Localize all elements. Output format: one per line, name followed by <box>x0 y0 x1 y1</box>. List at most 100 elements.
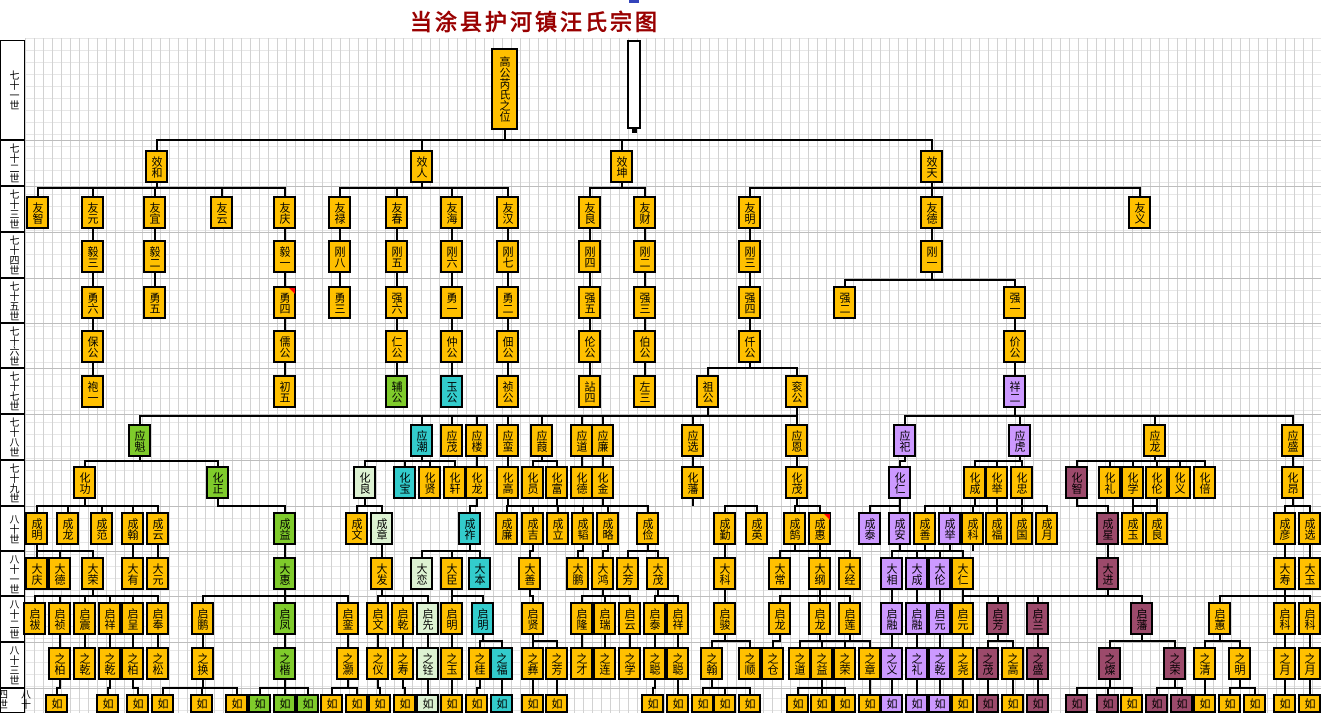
person-box[interactable]: 启莲 <box>838 602 861 635</box>
person-box[interactable]: 伦公 <box>578 330 601 363</box>
person-box[interactable]: 之柏 <box>121 647 144 680</box>
person-box[interactable]: 化智 <box>1065 466 1088 499</box>
person-box[interactable]: 友财 <box>633 196 656 229</box>
person-box[interactable]: 之楷 <box>273 647 296 680</box>
person-box[interactable]: 大玉 <box>1298 557 1321 590</box>
person-box[interactable]: 启明 <box>471 602 494 635</box>
person-box[interactable]: 强三 <box>633 286 656 319</box>
person-box[interactable]: 如 <box>976 694 999 713</box>
person-box[interactable]: 启先 <box>416 602 439 635</box>
person-box[interactable]: 之茂 <box>976 647 999 680</box>
person-box[interactable]: 刚七 <box>496 240 519 273</box>
person-box[interactable]: 如 <box>440 694 463 713</box>
person-box[interactable]: 化良 <box>353 466 376 499</box>
person-box[interactable]: 成吉 <box>521 512 544 545</box>
person-box[interactable]: 仲公 <box>440 330 463 363</box>
person-box[interactable]: 刚二 <box>633 240 656 273</box>
person-box[interactable]: 詀四 <box>578 375 601 408</box>
person-box[interactable]: 强二 <box>833 286 856 319</box>
person-box[interactable]: 成彦 <box>1273 512 1296 545</box>
person-box[interactable]: 如 <box>1065 694 1088 713</box>
person-box[interactable]: 成韬 <box>571 512 594 545</box>
person-box[interactable]: 辅公 <box>385 375 408 408</box>
person-box[interactable]: 如 <box>490 694 513 713</box>
person-box[interactable]: 大恋 <box>410 557 433 590</box>
person-box[interactable]: 如 <box>833 694 856 713</box>
person-box[interactable]: 启融 <box>880 602 903 635</box>
person-box[interactable]: 大寿 <box>1273 557 1296 590</box>
person-box[interactable]: 如 <box>810 694 833 713</box>
person-box[interactable]: 化轩 <box>443 466 466 499</box>
person-box[interactable]: 如 <box>416 694 439 713</box>
person-box[interactable]: 友义 <box>1128 196 1151 229</box>
person-box[interactable]: 化礼 <box>1098 466 1121 499</box>
person-box[interactable]: 如 <box>296 694 319 713</box>
person-box[interactable]: 启龙 <box>768 602 791 635</box>
person-box[interactable]: 成玉 <box>1121 512 1144 545</box>
person-box[interactable]: 化成 <box>963 466 986 499</box>
person-box[interactable]: 之学 <box>618 647 641 680</box>
person-box[interactable]: 如 <box>905 694 928 713</box>
person-box[interactable]: 如 <box>880 694 903 713</box>
person-box[interactable]: 友元 <box>81 196 104 229</box>
person-box[interactable]: 友汉 <box>496 196 519 229</box>
person-box[interactable]: 成安 <box>888 512 911 545</box>
person-box[interactable]: 化学 <box>1121 466 1144 499</box>
person-box[interactable]: 大仁 <box>951 557 974 590</box>
person-box[interactable]: 成俭 <box>636 512 659 545</box>
person-box[interactable]: 大鸿 <box>591 557 614 590</box>
person-box[interactable]: 启祯 <box>48 602 71 635</box>
person-box[interactable]: 应恩 <box>785 424 808 457</box>
person-box[interactable]: 化正 <box>206 466 229 499</box>
person-box[interactable]: 衮公 <box>785 375 808 408</box>
person-box[interactable]: 如 <box>1193 694 1216 713</box>
person-box[interactable]: 之芳 <box>545 647 568 680</box>
person-box[interactable]: 成祚 <box>458 512 481 545</box>
person-box[interactable]: 强六 <box>385 286 408 319</box>
person-box[interactable]: 如 <box>521 694 544 713</box>
person-box[interactable]: 如 <box>666 694 689 713</box>
person-box[interactable]: 大惠 <box>273 557 296 590</box>
person-box[interactable]: 成福 <box>985 512 1008 545</box>
person-box[interactable]: 之寿 <box>391 647 414 680</box>
person-box[interactable]: 之翰 <box>700 647 723 680</box>
person-box[interactable]: 启泰 <box>643 602 666 635</box>
person-box[interactable]: 如 <box>738 694 761 713</box>
person-box[interactable]: 启骏 <box>713 602 736 635</box>
person-box[interactable]: 之月 <box>1273 647 1296 680</box>
person-box[interactable]: 如 <box>951 694 974 713</box>
person-box[interactable]: 启瑞 <box>593 602 616 635</box>
person-box[interactable]: 如 <box>786 694 809 713</box>
person-box[interactable]: 成月 <box>1035 512 1058 545</box>
person-box[interactable]: 之聪 <box>666 647 689 680</box>
person-box[interactable]: 强四 <box>738 286 761 319</box>
person-box[interactable]: 效天 <box>920 150 943 183</box>
person-box[interactable]: 之盛 <box>1026 647 1049 680</box>
person-box[interactable]: 如 <box>465 694 488 713</box>
person-box[interactable]: 启云 <box>618 602 641 635</box>
person-box[interactable]: 大成 <box>905 557 928 590</box>
person-box[interactable]: 袍一 <box>81 375 104 408</box>
person-box[interactable]: 如 <box>1120 694 1143 713</box>
person-box[interactable]: 效人 <box>410 150 433 183</box>
person-box[interactable]: 化龙 <box>465 466 488 499</box>
person-box[interactable]: 之才 <box>570 647 593 680</box>
person-box[interactable]: 成国 <box>1010 512 1033 545</box>
person-box[interactable]: 成英 <box>745 512 768 545</box>
person-box[interactable]: 大茂 <box>646 557 669 590</box>
person-box[interactable]: 大善 <box>518 557 541 590</box>
person-box[interactable]: 初五 <box>273 375 296 408</box>
person-box[interactable]: 成善 <box>913 512 936 545</box>
person-box[interactable]: 友宜 <box>143 196 166 229</box>
person-box[interactable]: 启兰 <box>1026 602 1049 635</box>
person-box[interactable]: 如 <box>126 694 149 713</box>
person-box[interactable]: 如 <box>1026 694 1049 713</box>
person-box[interactable]: 勇一 <box>440 286 463 319</box>
person-box[interactable]: 之乾 <box>73 647 96 680</box>
person-box[interactable]: 之福 <box>490 647 513 680</box>
person-box[interactable]: 应选 <box>681 424 704 457</box>
person-box[interactable]: 如 <box>691 694 714 713</box>
person-box[interactable]: 勇五 <box>143 286 166 319</box>
person-box[interactable]: 启元 <box>928 602 951 635</box>
person-box[interactable]: 大德 <box>48 557 71 590</box>
